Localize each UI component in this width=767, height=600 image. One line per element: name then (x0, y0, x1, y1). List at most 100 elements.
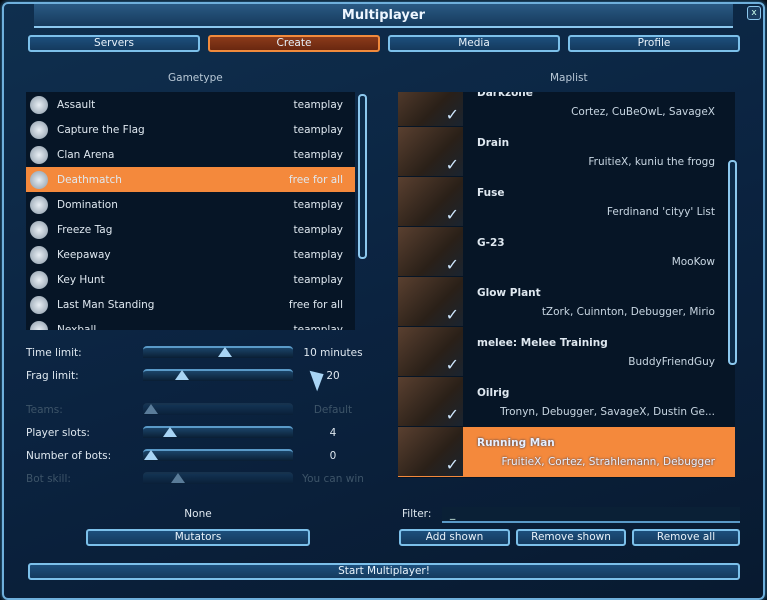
slider-knob[interactable] (162, 427, 177, 437)
gametype-name: Nexball (57, 323, 97, 331)
gametype-icon (30, 295, 48, 314)
setting-value: 10 minutes (303, 347, 363, 359)
map-name: Fuse (477, 187, 505, 199)
gametype-type: teamplay (293, 123, 343, 136)
checkmark-icon[interactable]: ✓ (445, 355, 459, 374)
checkmark-icon[interactable]: ✓ (445, 255, 459, 274)
setting-value: 20 (326, 370, 340, 382)
gametype-type: teamplay (293, 248, 343, 261)
gametype-type: teamplay (293, 273, 343, 286)
setting-slider[interactable] (143, 426, 293, 438)
checkmark-icon[interactable]: ✓ (445, 205, 459, 224)
checkmark-icon[interactable]: ✓ (445, 455, 459, 474)
map-authors: Ferdinand 'cityy' List (606, 206, 715, 218)
tab-create[interactable]: Create (208, 35, 380, 52)
setting-label: Number of bots: (26, 450, 112, 462)
gametype-type: teamplay (293, 98, 343, 111)
gametype-name: Domination (57, 198, 118, 211)
setting-value: 0 (329, 450, 337, 462)
map-thumbnail: ✓ (398, 377, 463, 426)
setting-slider[interactable] (143, 449, 293, 461)
gametype-item[interactable]: Deathmatch free for all (26, 167, 355, 192)
gametype-icon (30, 170, 48, 189)
mutators-value: None (184, 508, 212, 520)
checkmark-icon[interactable]: ✓ (445, 155, 459, 174)
gametype-icon (30, 220, 48, 239)
gametype-icon (30, 145, 48, 164)
gametype-icon (30, 320, 48, 330)
gametype-name: Keepaway (57, 248, 111, 261)
gametype-scrollbar[interactable] (358, 94, 367, 259)
gametype-type: teamplay (293, 223, 343, 236)
maplist-scrollbar[interactable] (728, 160, 737, 365)
setting-slider[interactable] (143, 346, 293, 358)
map-name: G-23 (477, 237, 505, 249)
slider-knob[interactable] (217, 347, 232, 357)
gametype-type: teamplay (293, 323, 343, 331)
slider-knob (144, 404, 158, 414)
setting-value: 4 (329, 427, 337, 439)
add-shown-button[interactable]: Add shown (399, 529, 510, 546)
gametype-item[interactable]: Last Man Standing free for all (26, 292, 355, 317)
gametype-item[interactable]: Assault teamplay (26, 92, 355, 117)
gametype-name: Freeze Tag (57, 223, 113, 236)
map-authors: MooKow (671, 256, 715, 268)
slider-knob[interactable] (144, 450, 158, 460)
setting-value: You can win (302, 473, 364, 485)
map-authors: FruitieX, Cortez, Strahlemann, Debugger (501, 456, 715, 468)
checkmark-icon[interactable]: ✓ (445, 105, 459, 124)
map-authors: FruitieX, kuniu the frogg (588, 156, 715, 168)
map-authors: tZork, Cuinnton, Debugger, Mirio (541, 306, 715, 318)
filter-label: Filter: (402, 508, 432, 520)
gametype-type: free for all (288, 298, 343, 311)
gametype-item[interactable]: Keepaway teamplay (26, 242, 355, 267)
start-multiplayer-button[interactable]: Start Multiplayer! (28, 563, 740, 580)
close-button[interactable]: x (747, 6, 761, 20)
slider-knob[interactable] (174, 370, 189, 380)
setting-label: Frag limit: (26, 370, 79, 382)
gametype-item[interactable]: Nexball teamplay (26, 317, 355, 330)
remove-all-button[interactable]: Remove all (632, 529, 740, 546)
checkmark-icon[interactable]: ✓ (445, 405, 459, 424)
gametype-name: Clan Arena (57, 148, 115, 161)
gametype-icon (30, 270, 48, 289)
gametype-icon (30, 245, 48, 264)
mutators-button[interactable]: Mutators (86, 529, 310, 546)
remove-shown-button[interactable]: Remove shown (516, 529, 626, 546)
checkmark-icon[interactable]: ✓ (445, 305, 459, 324)
map-name: melee: Melee Training (477, 337, 608, 349)
map-name: Oilrig (477, 387, 510, 399)
tab-profile[interactable]: Profile (568, 35, 740, 52)
tab-servers[interactable]: Servers (28, 35, 200, 52)
filter-input[interactable]: _ (442, 507, 740, 523)
tab-media[interactable]: Media (388, 35, 560, 52)
setting-slider (143, 403, 293, 415)
gametype-header: Gametype (168, 72, 223, 84)
map-authors: BuddyFriendGuy (628, 356, 715, 368)
setting-label: Time limit: (26, 347, 82, 359)
gametype-name: Last Man Standing (57, 298, 155, 311)
gametype-name: Assault (57, 98, 96, 111)
setting-slider[interactable] (143, 369, 293, 381)
setting-label: Player slots: (26, 427, 90, 439)
map-authors: Cortez, CuBeOwL, SavageX (571, 106, 715, 118)
gametype-name: Deathmatch (57, 173, 122, 186)
map-thumbnail: ✓ (398, 127, 463, 176)
gametype-icon (30, 120, 48, 139)
gametype-item[interactable]: Freeze Tag teamplay (26, 217, 355, 242)
gametype-type: free for all (288, 173, 343, 186)
